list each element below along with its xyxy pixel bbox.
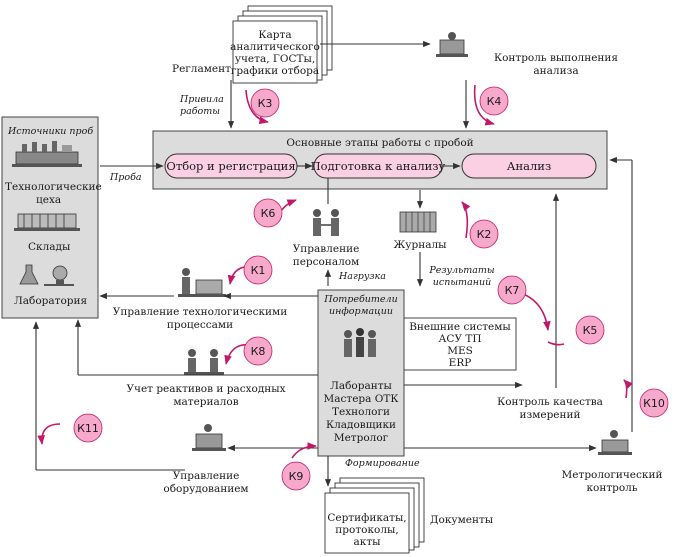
stage-analysis-label: Анализ: [507, 159, 551, 173]
stage-sampling-label: Отбор и регистрация: [166, 159, 295, 173]
badge-k6[interactable]: К6: [253, 198, 283, 228]
svg-text:К6: К6: [261, 207, 276, 220]
doc-stack-bottom: Сертификаты, протоколы, акты: [324, 477, 425, 554]
external-mes: MES: [447, 345, 473, 357]
external-asutp: АСУ ТП: [438, 333, 481, 345]
role-lab-assistants: Лаборанты: [330, 380, 392, 392]
svg-text:К4: К4: [487, 95, 502, 108]
stages-panel: Основные этапы работы с пробой Отбор и р…: [152, 130, 608, 190]
warehouse-icon: [14, 213, 80, 231]
badge-k4[interactable]: К4: [479, 86, 509, 116]
doc-bottom-line3: акты: [354, 536, 381, 548]
lab-workers-icon: [184, 349, 224, 375]
rules-label-2: работы: [180, 106, 220, 117]
regulation-label: Регламент: [172, 63, 231, 75]
forming-label: Формирование: [345, 458, 420, 469]
role-metrologist: Метролог: [334, 432, 389, 444]
badge-k9[interactable]: К9: [281, 461, 311, 491]
control-exec-label-1: Контроль выполнения: [494, 52, 618, 64]
metrology-label-2: контроль: [586, 482, 637, 494]
worker-machine-icon: [178, 268, 226, 297]
doc-stack-top: Карта аналитического учета, ГОСТы, графи…: [230, 5, 333, 84]
external-systems-box: [403, 317, 517, 371]
results-label-1: Результаты: [428, 265, 495, 276]
badge-k8[interactable]: К8: [243, 336, 273, 366]
quality-label-1: Контроль качества: [497, 396, 603, 408]
svg-text:К5: К5: [583, 324, 598, 337]
personnel-label-2: персоналом: [293, 256, 360, 268]
sample-label: Проба: [109, 172, 142, 183]
metrology-operator-icon: [598, 430, 632, 455]
source-workshops-label: Технологические: [5, 181, 102, 193]
equipment-label-2: оборудованием: [163, 483, 248, 495]
doc-top-line4: графики отбора: [231, 65, 319, 77]
role-otk-masters: Мастера ОТК: [324, 393, 399, 405]
badge-k5[interactable]: К5: [575, 315, 605, 345]
doc-top-line2: аналитического: [230, 41, 320, 53]
role-storekeepers: Кладовщики: [326, 419, 396, 431]
doc-bottom-line2: протоколы,: [335, 524, 398, 536]
lab-flask-icon: [19, 264, 74, 286]
badge-k3[interactable]: К3: [250, 88, 280, 118]
source-warehouses-label: Склады: [28, 241, 70, 253]
svg-text:К11: К11: [77, 422, 99, 435]
svg-text:К1: К1: [251, 264, 266, 277]
badges: К3 К4 К6 К2 К1 К7 К5 К8: [73, 86, 669, 491]
svg-text:К10: К10: [643, 397, 665, 410]
metrology-label-1: Метрологический: [562, 469, 663, 481]
tech-mgmt-label-1: Управление технологическими: [113, 306, 287, 318]
consumers-panel-bg: [317, 289, 405, 457]
equipment-label-1: Управление: [173, 470, 240, 482]
consumers-title-1: Потребители: [323, 294, 397, 305]
quality-label-2: измерений: [519, 409, 580, 421]
reagents-label-1: Учет реактивов и расходных: [126, 383, 285, 395]
external-erp: ERP: [449, 357, 472, 369]
external-title: Внешние системы: [409, 321, 511, 333]
load-label: Нагрузка: [338, 271, 386, 282]
stage-prep-label: Подготовка к анализу: [311, 159, 446, 173]
source-workshops-label-2: цеха: [36, 194, 61, 206]
badge-k10[interactable]: К10: [639, 388, 669, 418]
svg-text:К3: К3: [258, 97, 273, 110]
doc-bottom-line1: Сертификаты,: [327, 512, 406, 524]
tech-mgmt-label-2: процессами: [167, 319, 233, 331]
svg-text:К9: К9: [289, 470, 304, 483]
badge-k2[interactable]: К2: [469, 219, 499, 249]
consumers-panel: Потребители информации Лаборанты Мастера…: [317, 289, 405, 457]
people-group-icon: [344, 328, 376, 357]
role-technologists: Технологи: [332, 406, 390, 418]
rules-label-1: Привила: [179, 94, 224, 105]
journals-label: Журналы: [394, 239, 447, 251]
badge-k1[interactable]: К1: [243, 255, 273, 285]
stages-title: Основные этапы работы с пробой: [286, 137, 473, 149]
sources-title: Источники проб: [7, 126, 93, 137]
svg-text:К7: К7: [505, 284, 520, 297]
equipment-operator-icon: [192, 424, 226, 451]
doc-top-line3: учета, ГОСТы,: [235, 53, 315, 65]
documents-label: Документы: [430, 514, 493, 526]
handshake-icon: [313, 209, 339, 236]
svg-text:К2: К2: [477, 228, 492, 241]
results-label-2: испытаний: [433, 277, 491, 288]
personnel-label-1: Управление: [293, 243, 360, 255]
badge-k7[interactable]: К7: [497, 275, 527, 305]
operator-console-icon: [436, 32, 468, 57]
sources-panel: Источники проб Технологические цеха Скла…: [1, 116, 102, 319]
factory-icon: [12, 141, 82, 167]
external-systems: Внешние системы АСУ ТП MES ERP: [403, 317, 517, 371]
svg-text:К8: К8: [251, 345, 266, 358]
source-lab-label: Лаборатория: [14, 295, 87, 307]
consumers-title-2: информации: [329, 306, 393, 317]
reagents-label-2: материалов: [173, 396, 238, 408]
doc-top-line1: Карта: [258, 29, 291, 41]
control-exec-label-2: анализа: [533, 65, 578, 77]
journals-icon: [399, 211, 437, 233]
badge-k11[interactable]: К11: [73, 413, 103, 443]
stage-analysis[interactable]: [461, 153, 597, 179]
